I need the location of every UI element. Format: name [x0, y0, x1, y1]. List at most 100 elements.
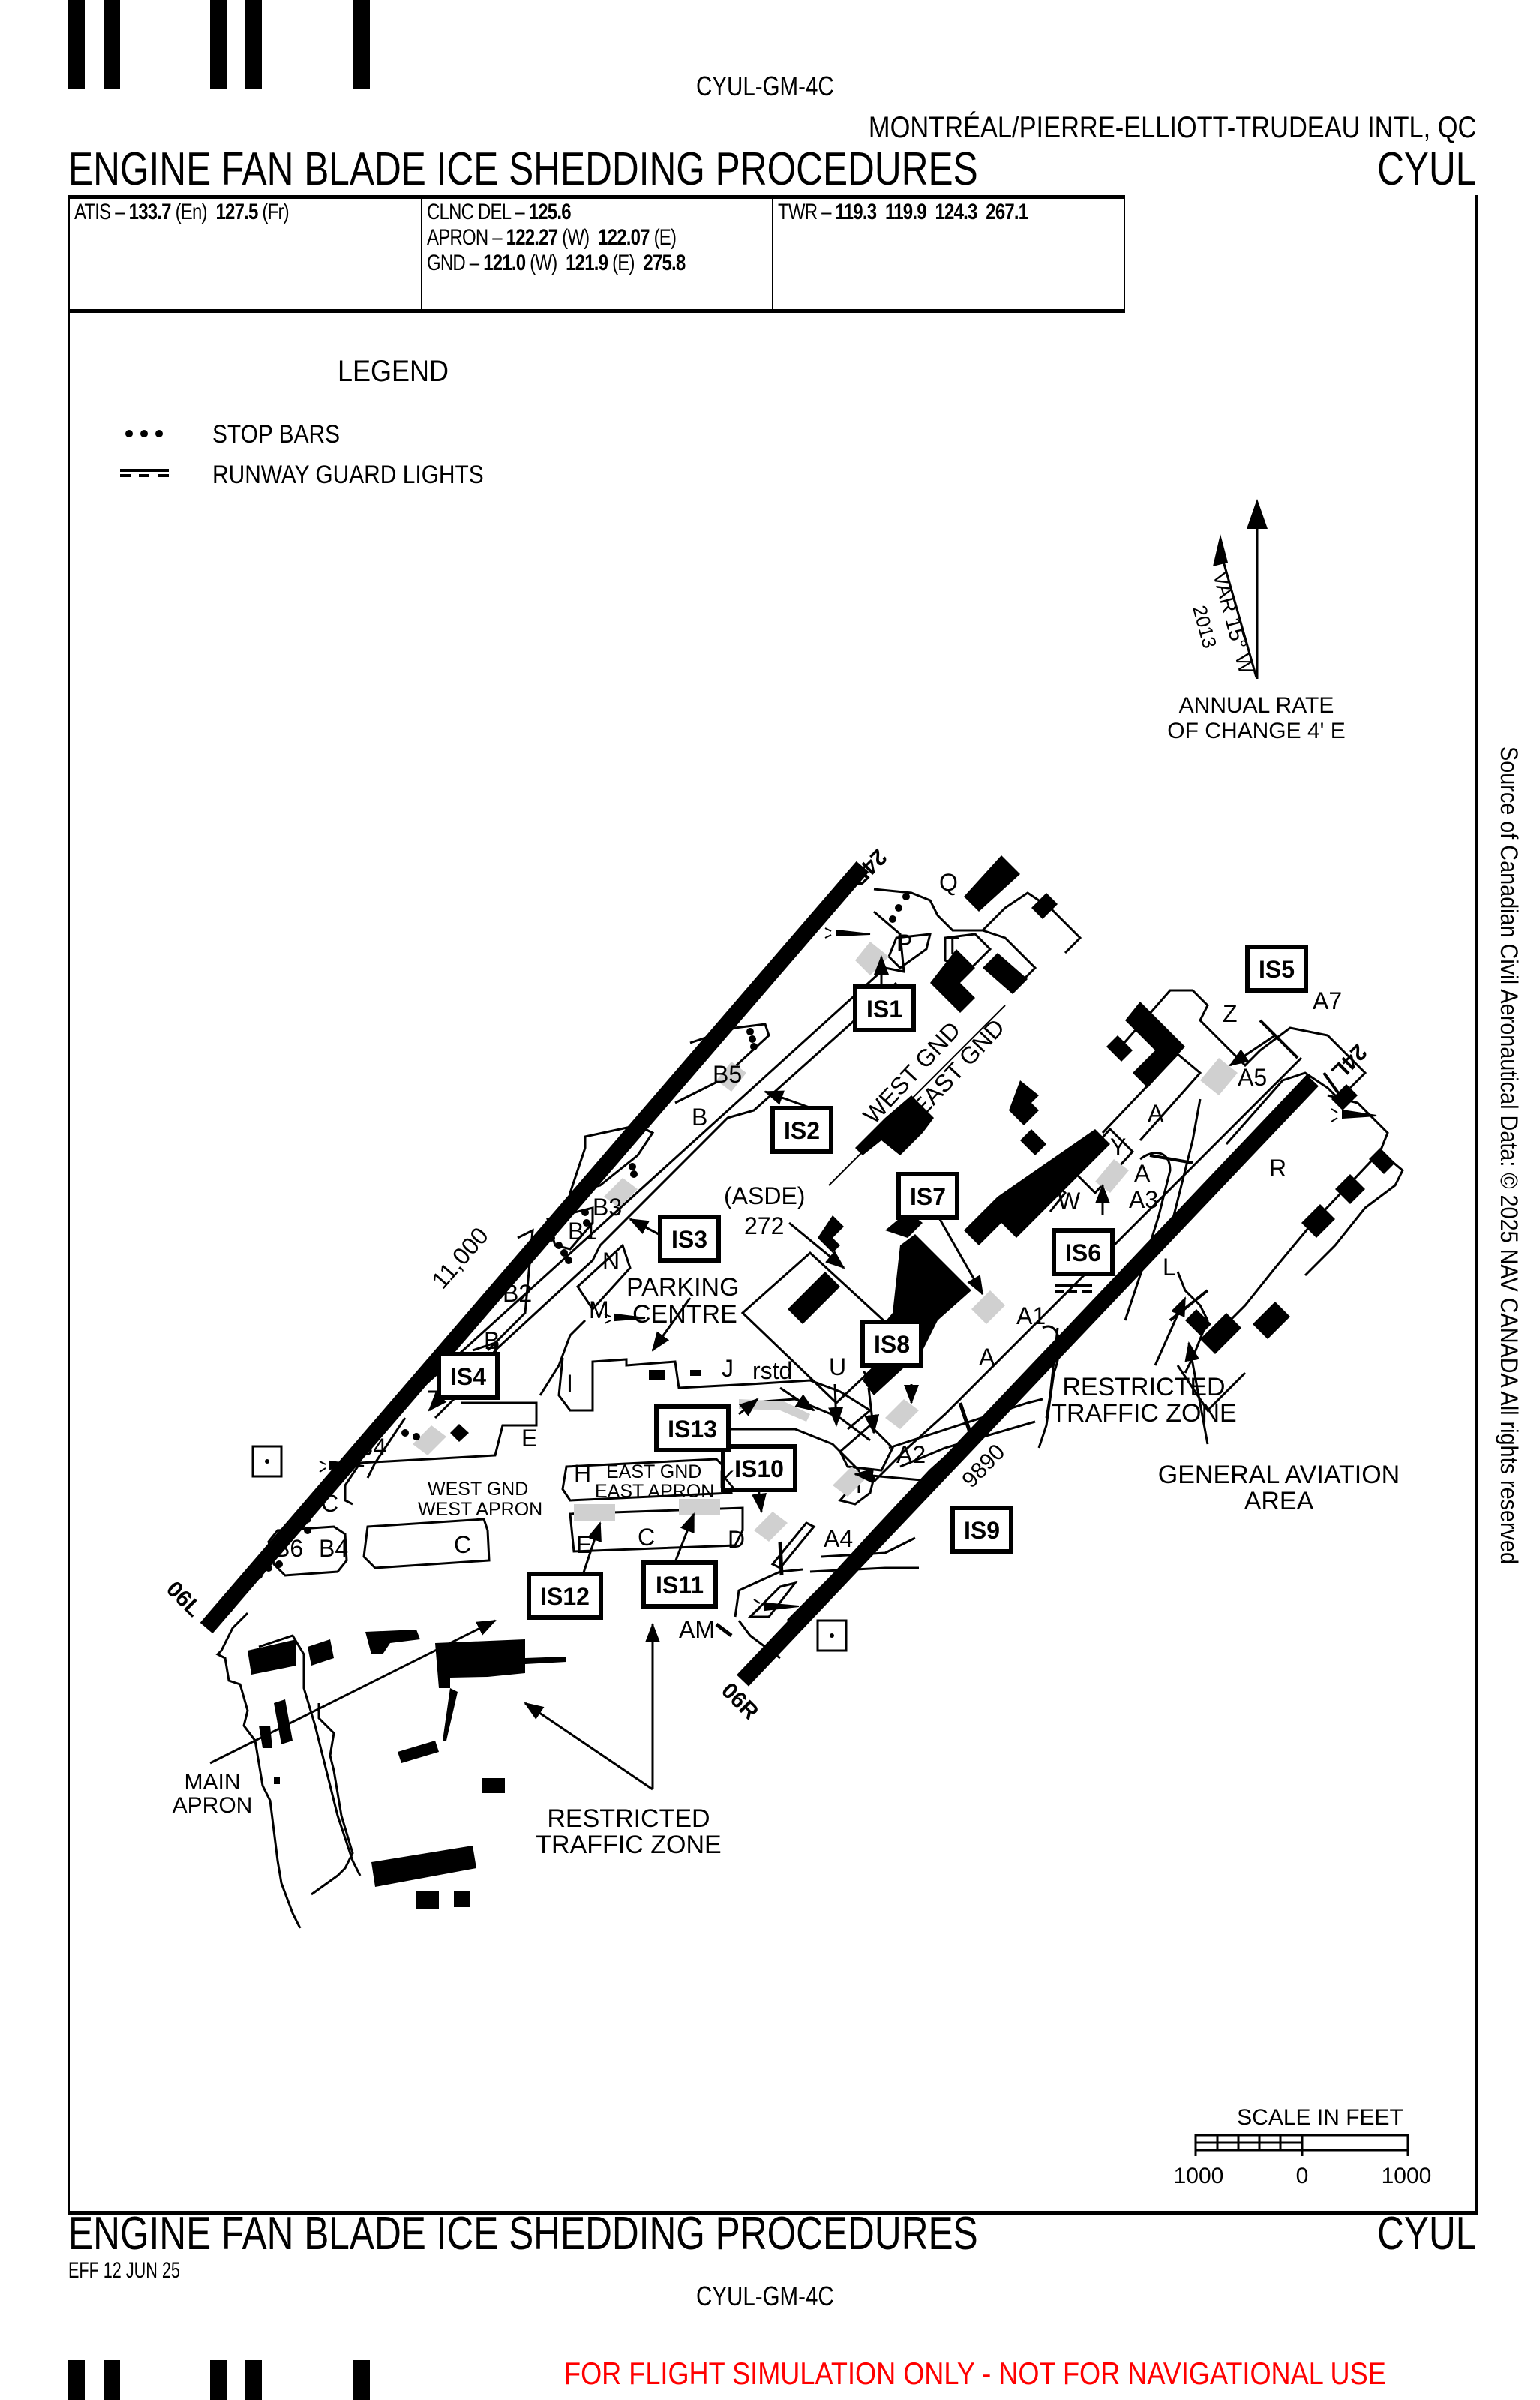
scale-title: SCALE IN FEET: [1237, 2105, 1403, 2130]
parking-centre-line1: PARKING: [626, 1273, 740, 1302]
is2-label[interactable]: IS2: [770, 1106, 833, 1154]
building: [1185, 1309, 1211, 1335]
svg-text:IS8: IS8: [874, 1331, 910, 1358]
building: [818, 1215, 844, 1253]
gnd-frequencies: GND – 121.0 (W) 121.9 (E) 275.8: [427, 251, 686, 275]
is10-area: [754, 1512, 788, 1542]
is6-label[interactable]: IS6: [1052, 1228, 1115, 1276]
registration-bars-top: [68, 0, 377, 89]
building: [365, 1630, 420, 1654]
taxiway-label-t: T: [945, 933, 960, 960]
is8-label[interactable]: IS8: [860, 1320, 923, 1368]
asde-label: (ASDE): [724, 1182, 805, 1209]
taxiway-label-a: A: [979, 1344, 995, 1371]
is11-label[interactable]: IS11: [641, 1560, 718, 1609]
is5-label[interactable]: IS5: [1245, 945, 1308, 993]
terminal-building: [855, 1095, 934, 1155]
scale-label-left: 1000: [1174, 2164, 1224, 2188]
taxiway-t-island: [944, 933, 992, 973]
pointer-arrows: [209, 955, 1276, 1791]
is8-area: [885, 1399, 919, 1429]
svg-text:IS7: IS7: [910, 1183, 946, 1210]
chart-id-top: CYUL-GM-4C: [696, 71, 834, 101]
is3-label[interactable]: IS3: [658, 1215, 721, 1263]
magnetic-north-arrowhead-icon: [1213, 534, 1228, 566]
is9-label[interactable]: IS9: [950, 1506, 1013, 1554]
annual-rate-line1: ANNUAL RATE: [1179, 693, 1334, 718]
is13-label[interactable]: IS13: [654, 1404, 731, 1452]
atis-frequencies: ATIS – 133.7 (En) 127.5 (Fr): [74, 200, 290, 224]
is11-area: [679, 1499, 720, 1515]
approach-light-icon: [753, 1599, 800, 1614]
building: [1106, 1035, 1133, 1062]
airport-name: MONTRÉAL/PIERRE-ELLIOTT-TRUDEAU INTL, QC: [868, 111, 1476, 144]
taxiway-r-edge-2: [1304, 1150, 1404, 1277]
twr-frequencies: TWR – 119.3 119.9 124.3 267.1: [778, 200, 1028, 224]
taxiway-label-n: N: [602, 1248, 620, 1275]
taxiway-label-k: K: [719, 1466, 734, 1493]
building: [443, 1688, 458, 1741]
taxiway-label-a-mid: A: [1134, 1160, 1151, 1187]
taxiway-label-u: U: [829, 1353, 846, 1380]
taxiway-label-w: W: [1058, 1188, 1081, 1215]
taxiway-network: [215, 888, 1404, 1929]
checkpoint-box-icon: [816, 1619, 848, 1652]
svg-text:IS10: IS10: [734, 1455, 784, 1482]
taxiway-label-b-low: B: [484, 1327, 500, 1354]
taxiway-label-b4-low: B4: [319, 1535, 348, 1562]
west-apron-north-edge: [344, 1401, 538, 1506]
svg-text:IS2: IS2: [784, 1117, 820, 1144]
is10-label[interactable]: IS10: [721, 1444, 797, 1492]
building: [450, 1424, 469, 1442]
taxiway-am-island: [747, 1581, 798, 1618]
taxiway-p-island: [887, 933, 932, 969]
registration-bars-bottom: [68, 2360, 377, 2400]
is3-area: [604, 1178, 638, 1208]
runway-end-06r: 06R: [716, 1678, 763, 1725]
is1-label[interactable]: IS1: [853, 984, 916, 1032]
ga-area-edge: [1176, 1365, 1247, 1413]
taxiway-label-am: AM: [679, 1616, 715, 1643]
ice-shedding-pad-labels: IS1 IS2 IS3 IS4 IS5 IS6 IS7 IS8 IS9 IS10…: [437, 945, 1308, 1620]
is4-label[interactable]: IS4: [437, 1352, 500, 1400]
taxiway-label-b3: B3: [593, 1194, 622, 1221]
clnc-del-frequency: CLNC DEL – 125.6: [427, 200, 572, 224]
disclaimer: FOR FLIGHT SIMULATION ONLY - NOT FOR NAV…: [564, 2356, 1386, 2391]
is12-area: [574, 1504, 615, 1521]
stop-bars: [210, 893, 910, 1628]
approach-light-icon: [319, 1460, 365, 1473]
is9-area: [833, 1467, 866, 1497]
svg-text:IS4: IS4: [450, 1363, 486, 1390]
taxiway-a-loop: [1101, 1052, 1202, 1141]
building: [788, 1272, 840, 1324]
building: [1125, 1002, 1185, 1088]
taxiway-label-i: I: [566, 1370, 573, 1397]
effective-date: EFF 12 JUN 25: [68, 2258, 180, 2283]
runway-06l-24r: [200, 861, 869, 1634]
taxiway-label-e-low: E: [576, 1531, 592, 1558]
restricted-zone-right-line1: RESTRICTED: [1062, 1373, 1225, 1401]
stop-bars-icon: [125, 430, 163, 437]
frequency-table: ATIS – 133.7 (En) 127.5 (Fr) CLNC DEL – …: [68, 195, 1125, 313]
taxiway-am-edge: [734, 1568, 803, 1618]
taxiway-label-a7: A7: [1313, 987, 1342, 1014]
building: [454, 1891, 470, 1907]
building: [690, 1370, 701, 1376]
taxiway-t-edge: [982, 929, 1037, 984]
taxiway-label-z: Z: [1223, 1000, 1238, 1027]
true-north-arrowhead-icon: [1247, 499, 1268, 529]
legend-title: LEGEND: [338, 355, 449, 388]
taxiway-labels: Q P T B5 B B3 B1 B2 N M B B4 C B6 B4 C E…: [274, 869, 1342, 1643]
taxiway-c-island: [362, 1518, 491, 1569]
is2-area: [716, 1062, 746, 1092]
approach-light-arrows: [319, 927, 1377, 1614]
building: [248, 1639, 296, 1675]
is12-label[interactable]: IS12: [527, 1572, 603, 1620]
chart-frame: [68, 195, 1478, 2215]
taxiway-b-edge-1: [389, 910, 905, 1419]
taxiway-label-b: B: [692, 1104, 707, 1131]
is7-label[interactable]: IS7: [896, 1172, 959, 1220]
is5-area: [1200, 1058, 1238, 1095]
scale-label-center: 0: [1296, 2164, 1309, 2188]
